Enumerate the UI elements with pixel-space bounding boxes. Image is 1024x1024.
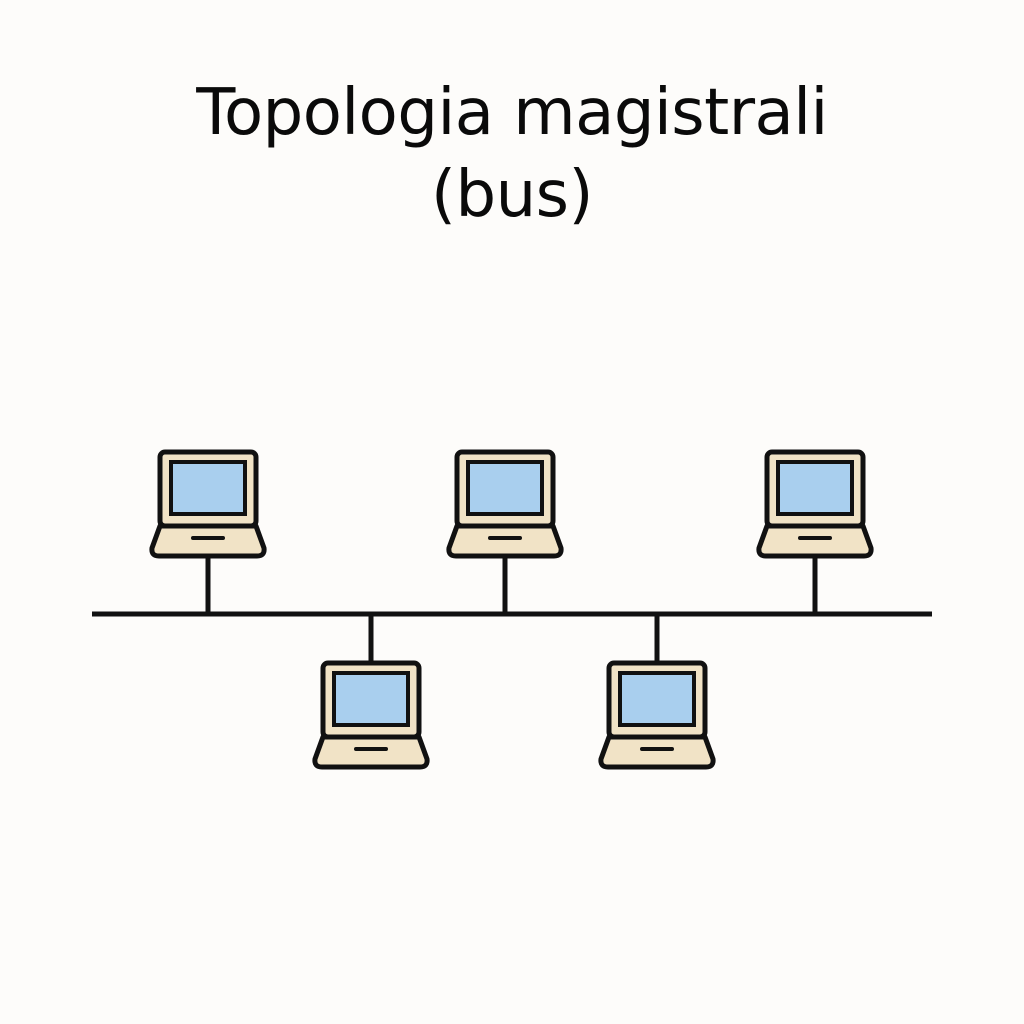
laptop-icon: [601, 663, 713, 767]
title-line-1: Topologia magistrali: [196, 76, 828, 150]
diagram-title: Topologia magistrali (bus): [0, 72, 1024, 236]
title-line-2: (bus): [431, 158, 593, 232]
laptop-icon: [315, 663, 427, 767]
laptop-icon: [759, 452, 871, 556]
laptop-icon: [449, 452, 561, 556]
laptop-icon: [152, 452, 264, 556]
